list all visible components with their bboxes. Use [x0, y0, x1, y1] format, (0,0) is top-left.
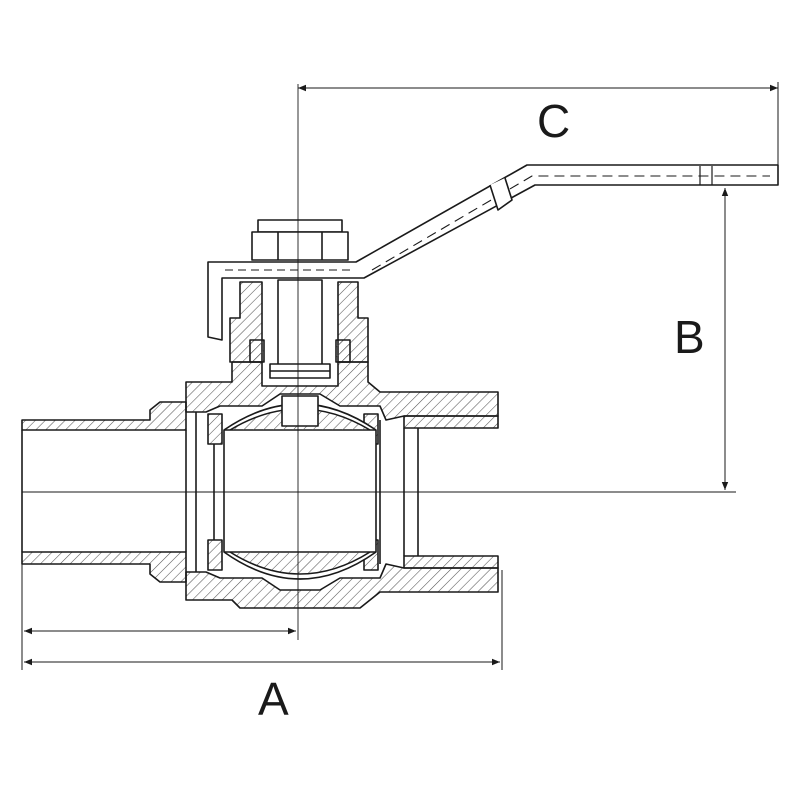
dimension-b-line — [700, 184, 736, 493]
stem-housing — [229, 279, 369, 379]
dimension-label-c: C — [537, 95, 571, 147]
dimension-label-a: A — [258, 673, 289, 725]
dimension-c-line — [298, 82, 779, 165]
centre-lines — [22, 84, 730, 640]
ball — [223, 395, 377, 580]
stem-nut — [251, 219, 349, 261]
dimension-label-b: B — [674, 311, 705, 363]
end-piece-left — [21, 401, 197, 583]
lever-handle — [207, 164, 779, 341]
dimension-a-line — [24, 570, 503, 670]
dimension-half-length-line — [21, 564, 296, 670]
